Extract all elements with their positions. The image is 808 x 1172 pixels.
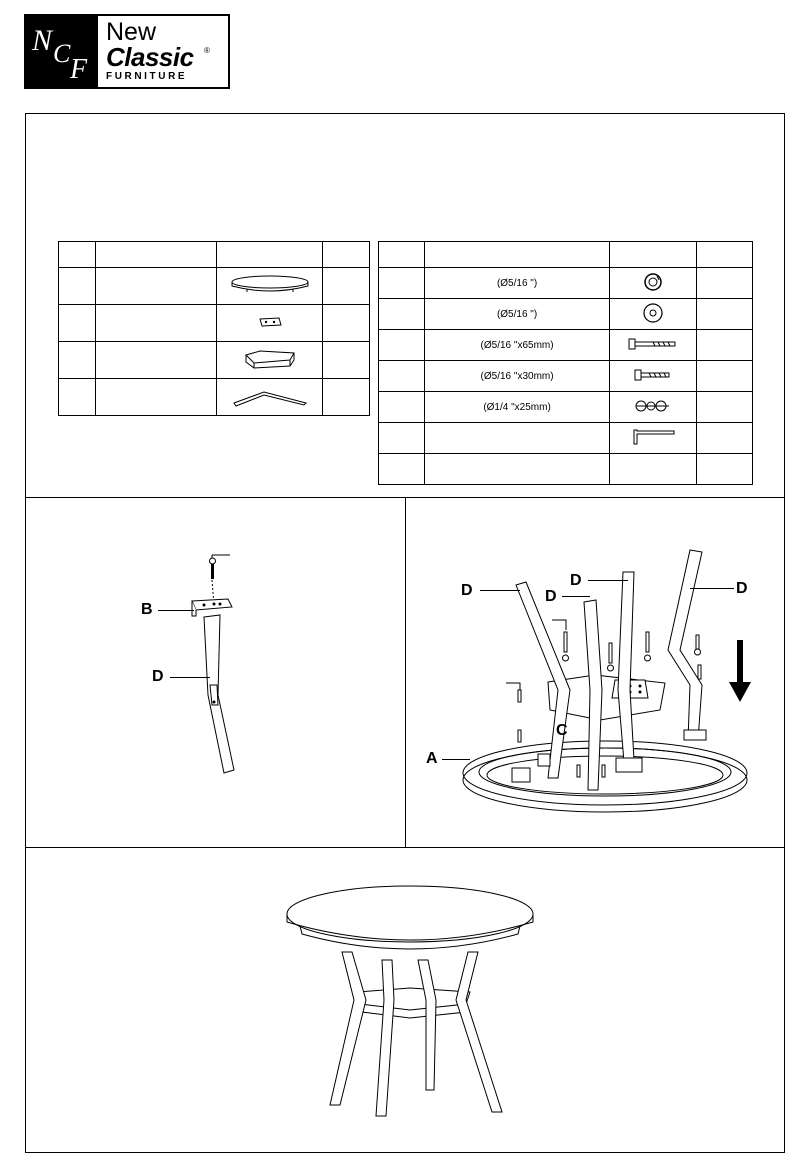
hardware-spec: (Ø5/16 "x65mm) — [423, 329, 611, 361]
table-row: (Ø5/16 "x65mm) — [378, 329, 753, 361]
label-d4: D — [736, 580, 748, 597]
step2-table-assembly-diagram — [462, 549, 751, 813]
svg-text:F: F — [69, 54, 88, 85]
hardware-spec: (Ø1/4 "x25mm) — [423, 391, 611, 423]
hardware-spec — [423, 453, 611, 485]
leader-line — [690, 588, 734, 589]
table-row — [378, 422, 753, 454]
table-row — [58, 341, 370, 379]
leader-line — [480, 590, 520, 591]
square-shelf-icon — [216, 341, 324, 379]
hardware-spec — [423, 422, 611, 454]
table-header-row — [378, 241, 753, 268]
brand-logo: N C F New Classic ® FURNITURE — [24, 14, 230, 89]
table-row — [58, 378, 370, 416]
label-d2: D — [570, 572, 582, 589]
parts-table — [58, 241, 370, 416]
long-bolt-icon — [609, 329, 698, 361]
allen-key-icon — [609, 422, 698, 454]
hardware-spec: (Ø5/16 ") — [423, 298, 611, 330]
table-header-row — [58, 241, 370, 268]
step1-leg-assembly-diagram — [191, 554, 235, 774]
table-row: (Ø5/16 "x30mm) — [378, 360, 753, 392]
hardware-spec: (Ø5/16 "x30mm) — [423, 360, 611, 392]
label-d3: D — [545, 588, 557, 605]
hardware-table: (Ø5/16 ") (Ø5/16 ") (Ø5/16 "x65mm) (Ø5/1… — [378, 241, 753, 485]
leader-line — [588, 580, 628, 581]
screw-set-icon — [609, 391, 698, 423]
assembled-table-diagram — [286, 885, 534, 1117]
table-row: (Ø1/4 "x25mm) — [378, 391, 753, 423]
leader-line — [170, 677, 210, 678]
section-divider — [25, 847, 785, 848]
label-b: B — [141, 601, 153, 618]
round-table-top-icon — [216, 267, 324, 305]
section-divider — [405, 497, 406, 847]
hardware-spec: (Ø5/16 ") — [423, 267, 611, 299]
brand-name-line1: New — [106, 18, 157, 46]
flat-washer-icon — [609, 298, 698, 330]
leader-line — [562, 596, 590, 597]
table-row — [378, 453, 753, 485]
angled-leg-icon — [216, 378, 324, 416]
label-d: D — [152, 668, 164, 685]
table-row: (Ø5/16 ") — [378, 298, 753, 330]
leader-line — [442, 759, 470, 760]
instruction-frame — [25, 113, 785, 1153]
brand-name-line2: Classic — [106, 42, 194, 72]
table-row — [58, 304, 370, 342]
svg-text:C: C — [53, 39, 71, 68]
metal-bracket-icon — [216, 304, 324, 342]
brand-name-line3: FURNITURE — [106, 71, 188, 82]
table-row — [58, 267, 370, 305]
label-d1: D — [461, 582, 473, 599]
monogram-logo: N C F — [26, 16, 98, 87]
label-c: C — [556, 722, 568, 739]
registered-mark: ® — [204, 46, 210, 55]
short-bolt-icon — [609, 360, 698, 392]
lock-washer-icon — [609, 267, 698, 299]
label-a: A — [426, 750, 438, 767]
table-row: (Ø5/16 ") — [378, 267, 753, 299]
leader-line — [158, 610, 194, 611]
svg-text:N: N — [31, 24, 54, 57]
